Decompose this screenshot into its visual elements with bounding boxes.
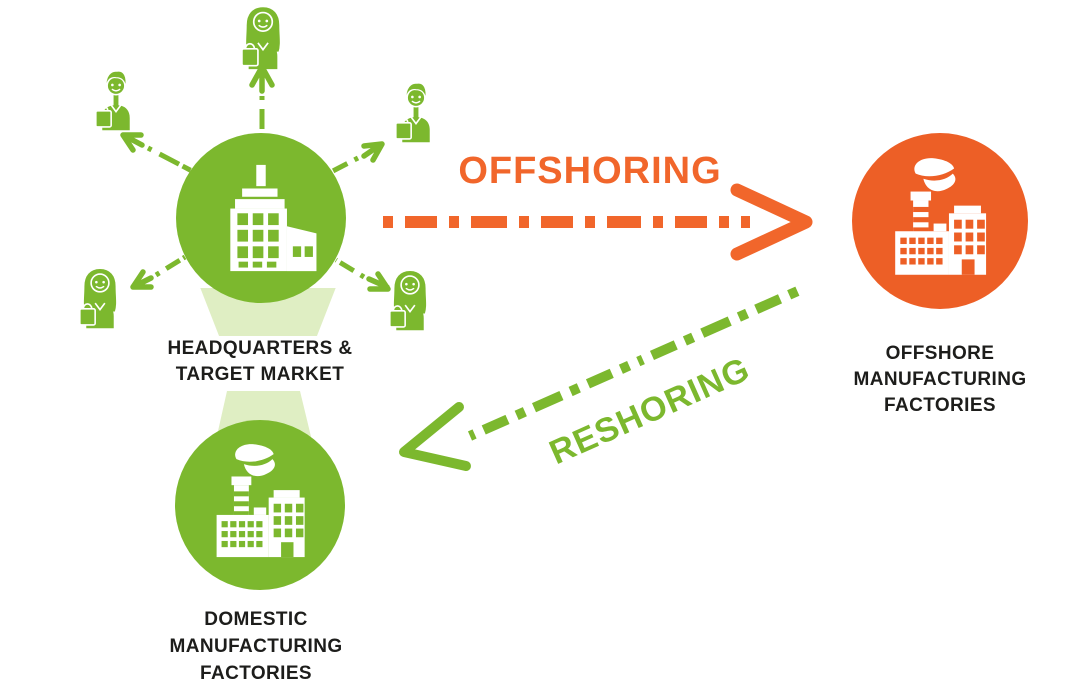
domestic-factory-node: [175, 420, 345, 590]
offshoring-arrow: [383, 183, 813, 261]
headquarters-label: HEADQUARTERS & TARGET MARKET: [135, 336, 385, 388]
domestic-label-line2: MANUFACTURING: [169, 636, 343, 657]
headquarters-node: [176, 133, 346, 303]
offshore-factory-node: [852, 133, 1028, 309]
offshoring-label: OFFSHORING: [458, 150, 722, 192]
reshoring-arrow: [399, 285, 803, 471]
domestic-label-line3: FACTORIES: [200, 663, 312, 684]
domestic-label-line1: DOMESTIC: [204, 609, 308, 630]
offshore-label-line1: OFFSHORE: [885, 343, 995, 364]
offshore-label-line2: MANUFACTURING: [853, 369, 1027, 390]
offshore-label-line3: FACTORIES: [884, 395, 996, 416]
domestic-factory-label: DOMESTIC MANUFACTURING FACTORIES: [136, 606, 376, 687]
headquarters-label-line1: HEADQUARTERS &: [167, 338, 353, 359]
offshore-factory-label: OFFSHORE MANUFACTURING FACTORIES: [828, 341, 1052, 419]
consumer-arrows: [120, 64, 391, 292]
headquarters-label-line2: TARGET MARKET: [175, 364, 345, 385]
